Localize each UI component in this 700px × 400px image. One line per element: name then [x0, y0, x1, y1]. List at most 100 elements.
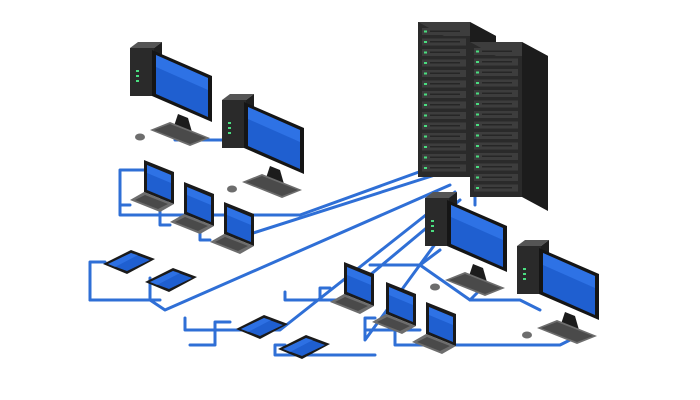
rack-led — [476, 113, 479, 116]
laptop-keyboard — [417, 337, 450, 351]
rack-led — [424, 62, 427, 64]
mouse — [430, 283, 440, 291]
rack-slot-detail — [482, 50, 512, 52]
keyboard-keys — [449, 274, 501, 294]
desktop-computer-icon — [425, 192, 507, 296]
network-cable — [183, 190, 457, 332]
rack-led — [424, 146, 427, 148]
screen-glare — [156, 55, 208, 90]
desktop-computer-icon — [130, 42, 212, 146]
mouse — [135, 133, 145, 141]
tablet-icon — [145, 268, 197, 292]
rack-slot-detail — [430, 62, 460, 64]
desktop-computer-icon — [517, 240, 599, 344]
rack-slot-detail — [482, 61, 512, 63]
network-cable — [188, 320, 232, 347]
rack-led — [424, 125, 427, 127]
rack-led — [476, 71, 479, 74]
tower-led — [431, 220, 434, 222]
rack-led — [424, 72, 427, 75]
screen-glare — [347, 267, 371, 285]
screen-glare — [429, 307, 453, 325]
rack-led — [424, 114, 427, 117]
rack-slot-detail — [430, 156, 460, 158]
rack-slot-detail — [482, 113, 512, 115]
network-cable — [273, 343, 377, 357]
desktop-tower — [517, 246, 541, 294]
rack-led — [424, 156, 427, 159]
rack-led — [476, 103, 479, 105]
tower-top — [425, 192, 457, 198]
rack-slot-detail — [482, 82, 512, 84]
rack-slot-detail — [430, 104, 460, 106]
tower-led — [228, 132, 231, 134]
rack-front — [418, 22, 470, 177]
screen-glare — [283, 338, 313, 352]
keyboard-keys — [154, 124, 206, 144]
rack-led — [476, 61, 479, 63]
rack-slot-detail — [430, 83, 460, 85]
tower-led — [136, 75, 139, 77]
tablet-icon — [103, 250, 155, 274]
rack-slot-detail — [482, 155, 512, 157]
laptop-keyboard — [135, 195, 168, 209]
rack-slot-detail — [430, 41, 460, 43]
tower-led — [136, 70, 139, 72]
screen-glare — [108, 253, 138, 267]
laptop-icon — [170, 182, 214, 234]
rack-led — [424, 93, 427, 96]
rack-led — [476, 155, 479, 158]
rack-slot-detail — [482, 176, 512, 178]
rack-slot-detail — [482, 103, 512, 105]
rack-slot-detail — [430, 135, 460, 137]
tower-led — [136, 80, 139, 82]
screen-glare — [241, 318, 271, 332]
laptop-keyboard — [335, 297, 368, 311]
rack-slot-detail — [482, 145, 512, 147]
rack-slot-detail — [430, 72, 460, 74]
tablet-screen — [241, 318, 283, 336]
rack-led — [424, 30, 427, 33]
screen-glare — [150, 271, 180, 285]
tower-led — [228, 122, 231, 124]
rack-slot-detail — [482, 71, 512, 73]
mouse — [227, 185, 237, 193]
screen-glare — [389, 287, 413, 305]
tower-led — [228, 127, 231, 129]
tower-led — [431, 225, 434, 227]
screen-glare — [248, 107, 300, 142]
tower-led — [431, 230, 434, 232]
keyboard-keys — [541, 322, 593, 342]
desktop-computer-icon — [222, 94, 304, 198]
tower-top — [517, 240, 549, 246]
laptop-icon — [412, 302, 456, 354]
rack-led — [424, 167, 427, 169]
rack-slot-detail — [482, 124, 512, 126]
tablet-screen — [283, 338, 325, 356]
network-cable — [318, 286, 332, 302]
rack-slot-detail — [482, 166, 512, 168]
network-cable — [88, 183, 452, 312]
rack-led — [476, 176, 479, 179]
laptop-keyboard — [377, 317, 410, 331]
tower-led — [523, 273, 526, 275]
tower-led — [523, 278, 526, 280]
network-cable — [468, 298, 542, 312]
tower-top — [222, 94, 254, 100]
desktop-tower — [130, 48, 154, 96]
rack-led — [424, 41, 427, 43]
rack-led — [476, 145, 479, 147]
rack-slot-detail — [430, 125, 460, 127]
server-rack-icon — [470, 42, 548, 211]
network-cable — [283, 198, 462, 302]
tower-top — [130, 42, 162, 48]
laptop-icon — [210, 202, 254, 254]
rack-led — [476, 50, 479, 53]
laptop-keyboard — [215, 237, 248, 251]
screen-glare — [451, 205, 503, 240]
desktop-tower — [222, 100, 246, 148]
rack-led — [424, 104, 427, 106]
laptop-icon — [372, 282, 416, 334]
